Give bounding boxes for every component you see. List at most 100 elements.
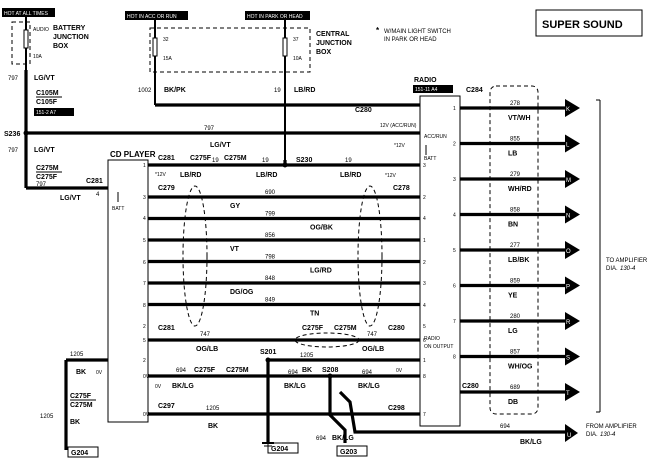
- bus-wire-circuit: 856: [265, 233, 276, 239]
- wire-694-a-circuit: 694: [176, 368, 187, 374]
- output-circuit: 689: [510, 385, 521, 391]
- output-color: WH/RD: [508, 186, 532, 193]
- battery-box-frame: [11, 21, 31, 65]
- header-hot-all-bg: [2, 8, 55, 17]
- radio-pin-left: 8: [423, 374, 426, 380]
- splice-s208: S208: [322, 367, 338, 374]
- wire-747-a-circuit: 747: [200, 332, 211, 338]
- ref-151-2: 151-2 A7: [36, 110, 56, 116]
- radio-label: RADIO: [414, 77, 437, 84]
- output-circuit: 279: [510, 172, 521, 178]
- central-box-line1: CENTRAL: [316, 31, 350, 38]
- radio-pin-left: 4: [423, 216, 426, 222]
- amplifier-outputs: 278VT/WHK1855LBL2279WH/RDM3858BNN4277LB/…: [453, 99, 580, 406]
- header-hot-acc-bg: [125, 11, 188, 20]
- c284: C284: [466, 87, 483, 94]
- fuse-37-rating: 10A: [293, 56, 303, 62]
- acc-run-label: 12V (ACC/RUN): [380, 123, 417, 129]
- output-circuit: 859: [510, 279, 521, 285]
- wire-797-mid-color: LG/VT: [34, 147, 55, 154]
- bus-wire-circuit: 798: [265, 255, 276, 261]
- audio-fuse-name: AUDIO: [33, 27, 49, 33]
- from-amp-ref: 130-4: [600, 432, 616, 438]
- cd-zero-volt-left: 0V: [96, 370, 103, 376]
- output-letter: N: [566, 214, 570, 220]
- wire-1205-a-color: BK: [76, 369, 86, 376]
- radio-ref: 151-11 A4: [415, 87, 438, 93]
- radio-pin-right: 3: [453, 177, 456, 183]
- splice-s236: S236: [4, 131, 20, 138]
- c281-lower: C281: [158, 325, 175, 332]
- cd-player-box: [107, 159, 149, 423]
- fuse-37: [282, 37, 288, 57]
- from-amp-line1: FROM AMPLIFIER: [586, 424, 637, 430]
- output-arrow: [565, 99, 580, 117]
- output-color: BN: [508, 222, 518, 229]
- ground-g203-box: [336, 445, 368, 457]
- wire-797-top-circuit: 797: [8, 76, 19, 82]
- wire-19-top-color: LB/RD: [294, 87, 315, 94]
- output-circuit: 277: [510, 243, 521, 249]
- wire-1205-c-color: BK: [302, 367, 312, 374]
- c280-top: C280: [355, 107, 372, 114]
- radio-pin-left: 1: [423, 238, 426, 244]
- output-circuit: 855: [510, 137, 521, 143]
- wire-797-mid-circuit: 797: [8, 148, 19, 154]
- c281-left: C281: [86, 178, 103, 185]
- wire-694-e-color: BK/LG: [520, 439, 542, 446]
- radio-box: [419, 95, 461, 427]
- cd-pin-number: 5: [143, 338, 146, 344]
- twelve-volt-top: *12V: [394, 143, 406, 149]
- arrow-u: [565, 424, 578, 442]
- diagram-title: SUPER SOUND: [542, 19, 623, 31]
- radio-on-output-1: RADIO: [424, 336, 440, 342]
- radio-ref-bg: [413, 85, 453, 93]
- cd-pin-number: 0V: [143, 412, 150, 418]
- output-letter: P: [566, 285, 570, 291]
- battery-box-line1: BATTERY: [53, 25, 86, 32]
- output-letter: O: [566, 249, 571, 255]
- wire-747-b-color: OG/LB: [362, 346, 384, 353]
- wire-19-c-circuit: 19: [345, 158, 352, 164]
- ground-g204-box: [67, 446, 99, 458]
- radio-pin-left: 4: [423, 303, 426, 309]
- output-arrow: [565, 276, 580, 295]
- header-hot-park-bg: [245, 11, 310, 20]
- radio-zero-volt: 0V: [396, 368, 403, 374]
- cd-pin-number: 5: [143, 238, 146, 244]
- output-color: WH/OG: [508, 364, 533, 371]
- cd-pin-number: 7: [143, 281, 146, 287]
- audio-fuse: [23, 29, 29, 49]
- cd-pin-number: 8: [143, 303, 146, 309]
- c275m-cd: C275M: [224, 155, 247, 162]
- wire-797-long-color: LG/VT: [210, 142, 231, 149]
- wire-694-b-circuit: 694: [288, 370, 299, 376]
- cd-batt-label: BATT: [112, 206, 124, 212]
- radio-on-output-2: ON OUTPUT: [424, 344, 453, 350]
- ground-g203: G203: [340, 449, 357, 456]
- splice-s230: S230: [296, 157, 312, 164]
- output-arrow: [565, 383, 580, 401]
- radio-pin-right: 4: [453, 213, 456, 219]
- cd-zero-volt: 0V: [155, 384, 162, 390]
- output-color: LG: [508, 328, 518, 335]
- bus-wire-circuit: 690: [265, 190, 276, 196]
- battery-box-line3: BOX: [53, 43, 69, 50]
- ground-g204-b-box: [267, 442, 299, 454]
- bus-wire-color: VT: [230, 246, 240, 253]
- cd-pin-number: 2: [143, 324, 146, 330]
- output-circuit: 280: [510, 314, 521, 320]
- c297: C297: [158, 403, 175, 410]
- wire-1205-d-color: BK: [208, 423, 218, 430]
- c275m-lower: C275M: [334, 325, 357, 332]
- wire-19-b-color: LB/RD: [256, 172, 277, 179]
- wire-1205-b-color: BK: [70, 419, 80, 426]
- wire-19-a-circuit: 19: [212, 158, 219, 164]
- c275m-left: C275M: [36, 165, 59, 172]
- cd-pin-number: 4: [143, 216, 146, 222]
- bus-wire-color: OG/BK: [310, 225, 333, 232]
- radio-pin-right: 8: [453, 355, 456, 361]
